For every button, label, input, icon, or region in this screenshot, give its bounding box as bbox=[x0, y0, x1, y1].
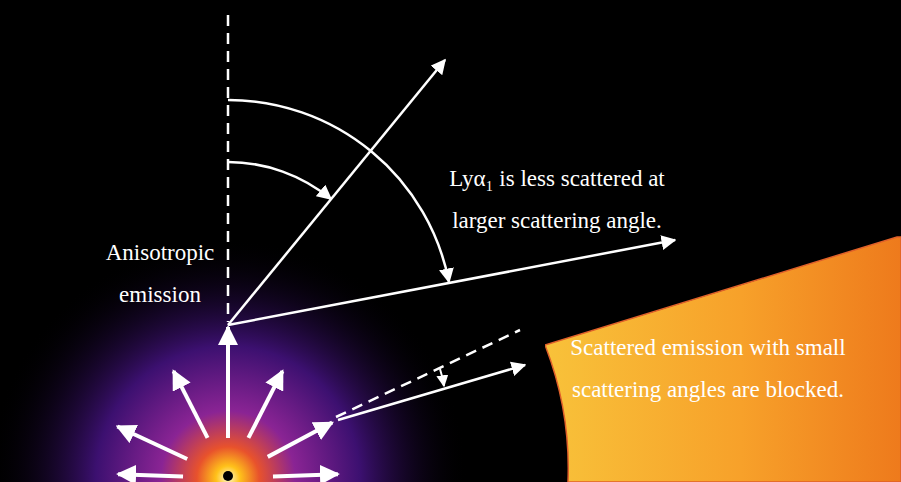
scattered-ray bbox=[228, 240, 675, 325]
emission-rays bbox=[117, 327, 338, 476]
blocked-band bbox=[545, 237, 901, 482]
emission-arrow bbox=[226, 327, 230, 438]
reference-dashed-line bbox=[227, 15, 230, 322]
emission-arrow bbox=[174, 371, 208, 438]
blocked-region: Scattered emission with small scattering… bbox=[545, 235, 901, 482]
emission-arrow bbox=[273, 474, 338, 476]
emission-arrow bbox=[268, 423, 332, 457]
annotation-text: Lyα₁ is less scattered at larger scatter… bbox=[428, 158, 686, 242]
emission-arrow bbox=[118, 474, 183, 476]
angle-arc bbox=[228, 162, 331, 199]
angle-arc bbox=[228, 100, 449, 282]
emission-arrow bbox=[248, 371, 282, 438]
angle-arc bbox=[440, 369, 444, 386]
emission-arrow bbox=[117, 426, 187, 459]
region-text: Scattered emission with small scattering… bbox=[563, 327, 853, 411]
emission-glow bbox=[0, 238, 468, 482]
source-label: Anisotropic emission bbox=[90, 232, 230, 316]
scattered-ray bbox=[228, 60, 445, 325]
emission-source bbox=[223, 471, 233, 481]
blocked-ray bbox=[338, 365, 525, 420]
